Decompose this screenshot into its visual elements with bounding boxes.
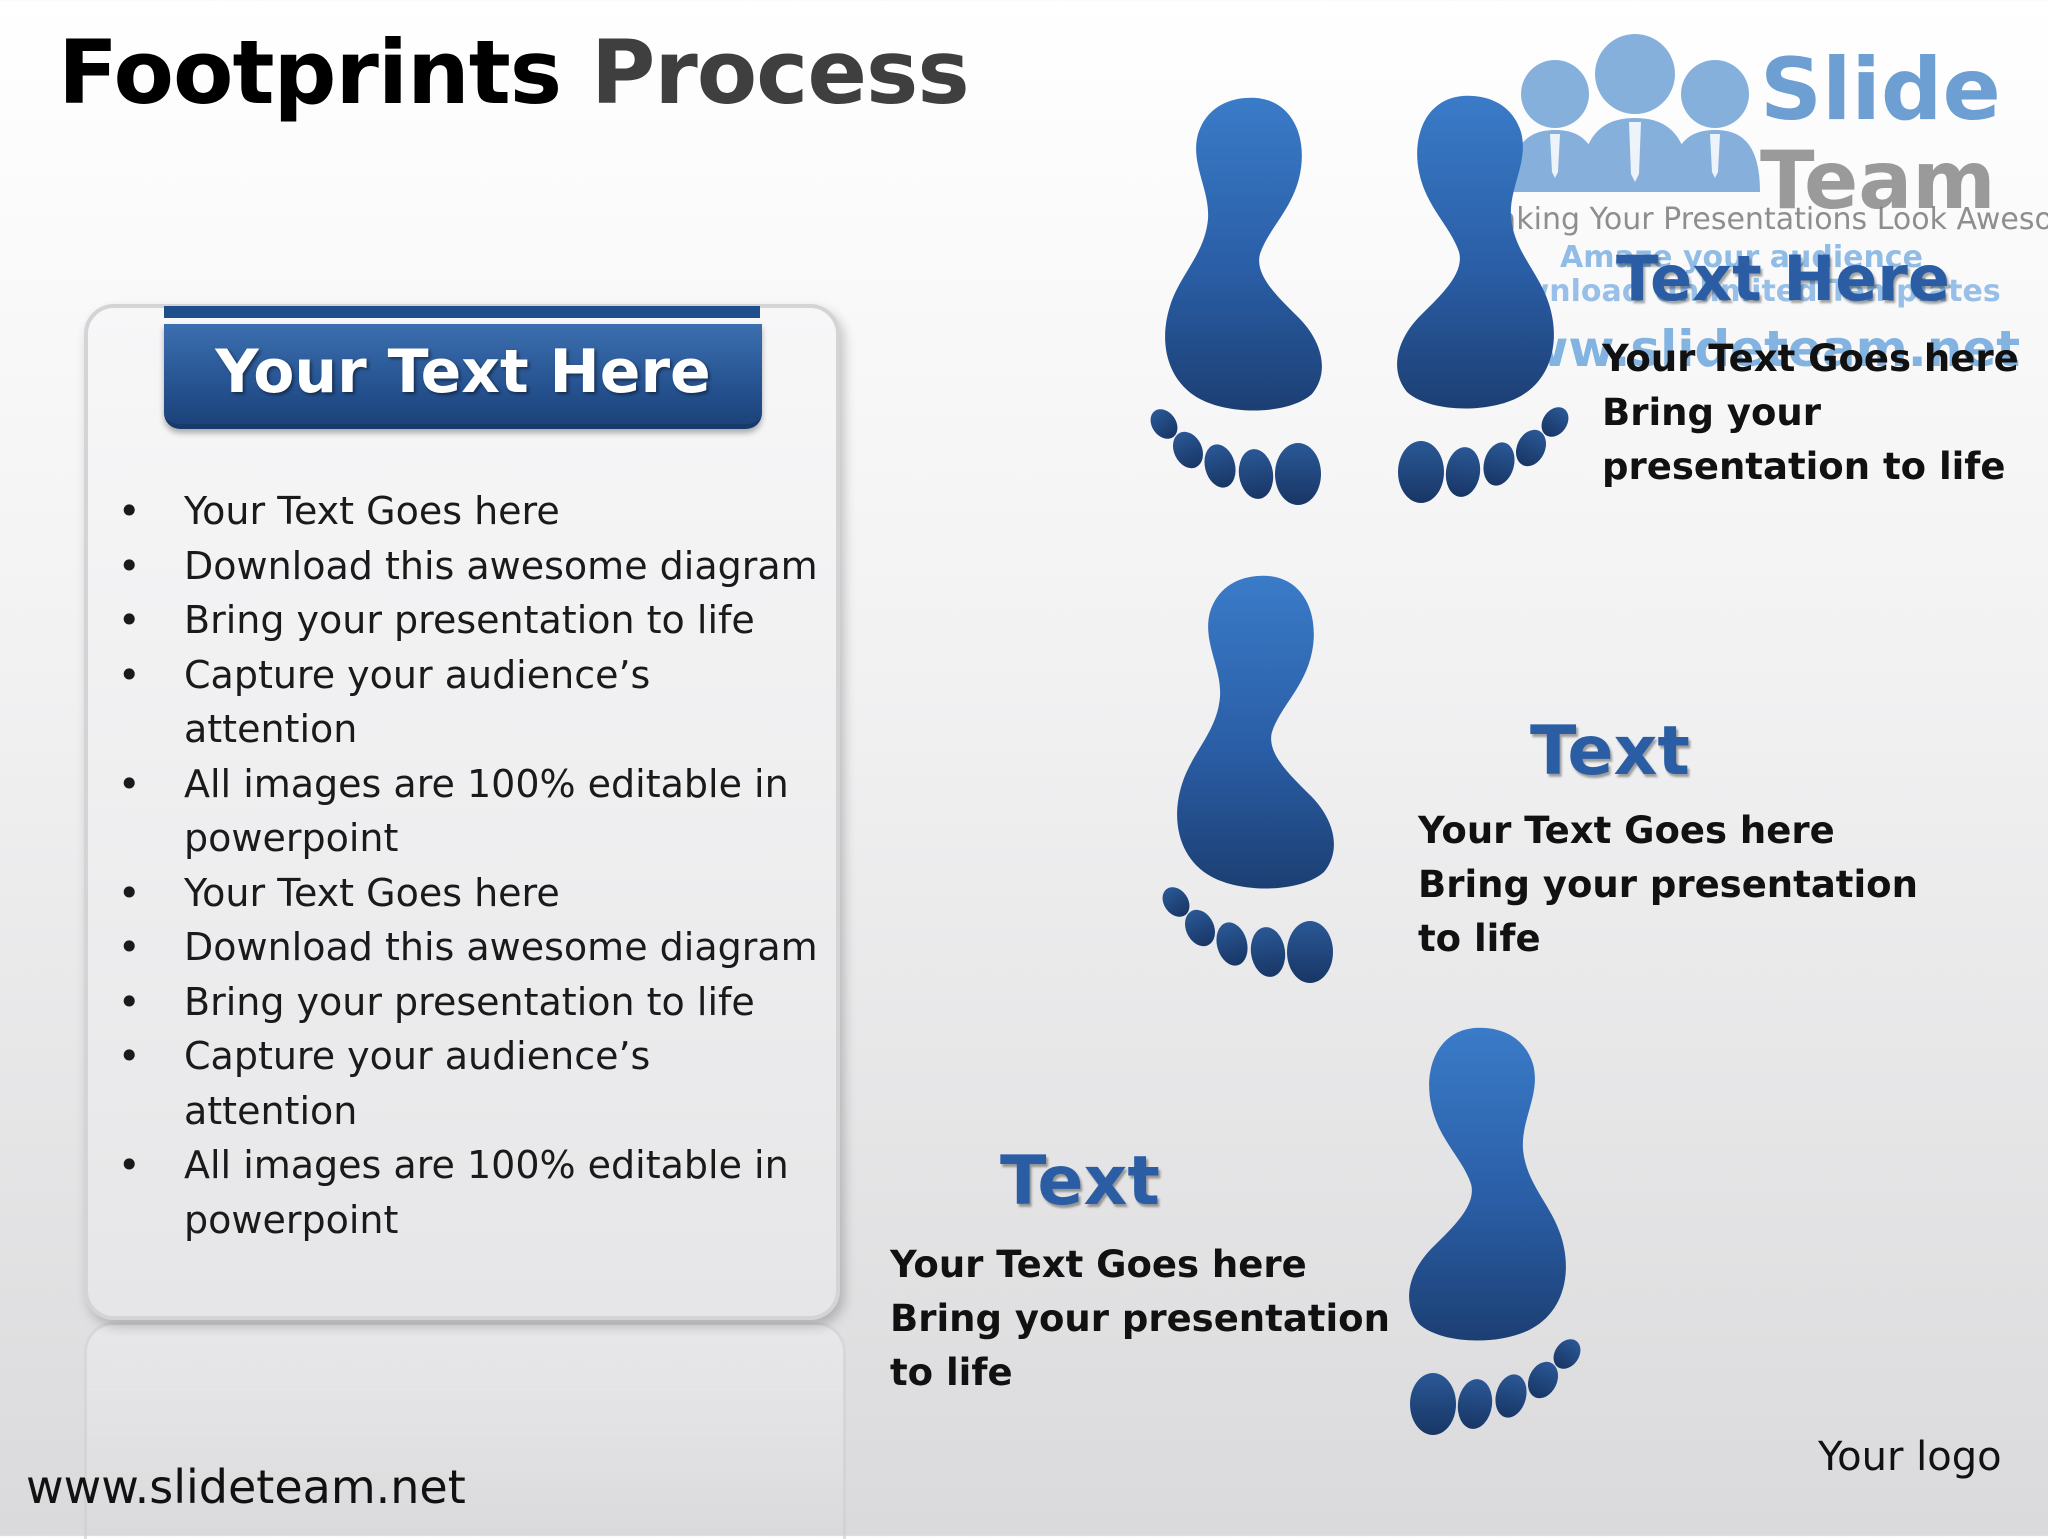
step-1-text: Your Text Goes here Bring your presentat… — [1602, 337, 2019, 488]
bullet-item: •Download this awesome diagram — [118, 543, 818, 588]
step-2-heading: Text — [1530, 712, 1690, 791]
bullet-item: •Your Text Goes here — [118, 489, 560, 533]
step-1-heading: Text Here — [1616, 242, 1950, 315]
panel-reflection — [84, 1322, 846, 1539]
logo-brand-slide: Slide — [1760, 40, 2001, 140]
logo-placeholder: Your logo — [1818, 1434, 2002, 1480]
logo-url: www.slideteam.net — [1476, 320, 2021, 378]
step-2-text: Your Text Goes here Bring your presentat… — [1418, 809, 1918, 960]
bullet-item: •Bring your presentation to life — [118, 598, 755, 642]
bullet-item: •Your Text Goes here — [118, 870, 560, 915]
text-panel — [84, 304, 840, 1320]
bullet-item: •Download this awesome diagram — [118, 925, 818, 969]
title-part1: Footprints — [58, 21, 562, 124]
logo-promo-1: Amaze your audience — [1560, 240, 1923, 275]
step-3-heading: Text — [1000, 1142, 1160, 1221]
panel-header-bar — [164, 306, 760, 318]
slideteam-logo: Slide Team Making Your Presentations Loo… — [1460, 22, 2048, 382]
footprint-icon — [1409, 1027, 1586, 1435]
footer-url: www.slideteam.net — [26, 1460, 466, 1514]
footprint-icon — [1150, 97, 1322, 505]
logo-brand-team: Team — [1760, 134, 1996, 227]
bullet-list: •Your Text Goes here •Download this awes… — [116, 484, 836, 1247]
title-part2: Process — [590, 21, 970, 124]
step-3-text: Your Text Goes here Bring your presentat… — [890, 1243, 1390, 1394]
slide-title: Footprints Process — [58, 18, 970, 128]
team-people-icon — [1510, 34, 1760, 192]
footprint-icon — [1397, 95, 1574, 503]
panel-header: Your Text Here — [164, 324, 762, 429]
footprint-icon — [1162, 575, 1334, 983]
logo-promo-2: Download Unlimited Templates — [1476, 274, 2001, 309]
bullet-item: •Bring your presentation to life — [118, 979, 755, 1024]
logo-tagline: Making Your Presentations Look Awesome — [1472, 202, 2048, 237]
